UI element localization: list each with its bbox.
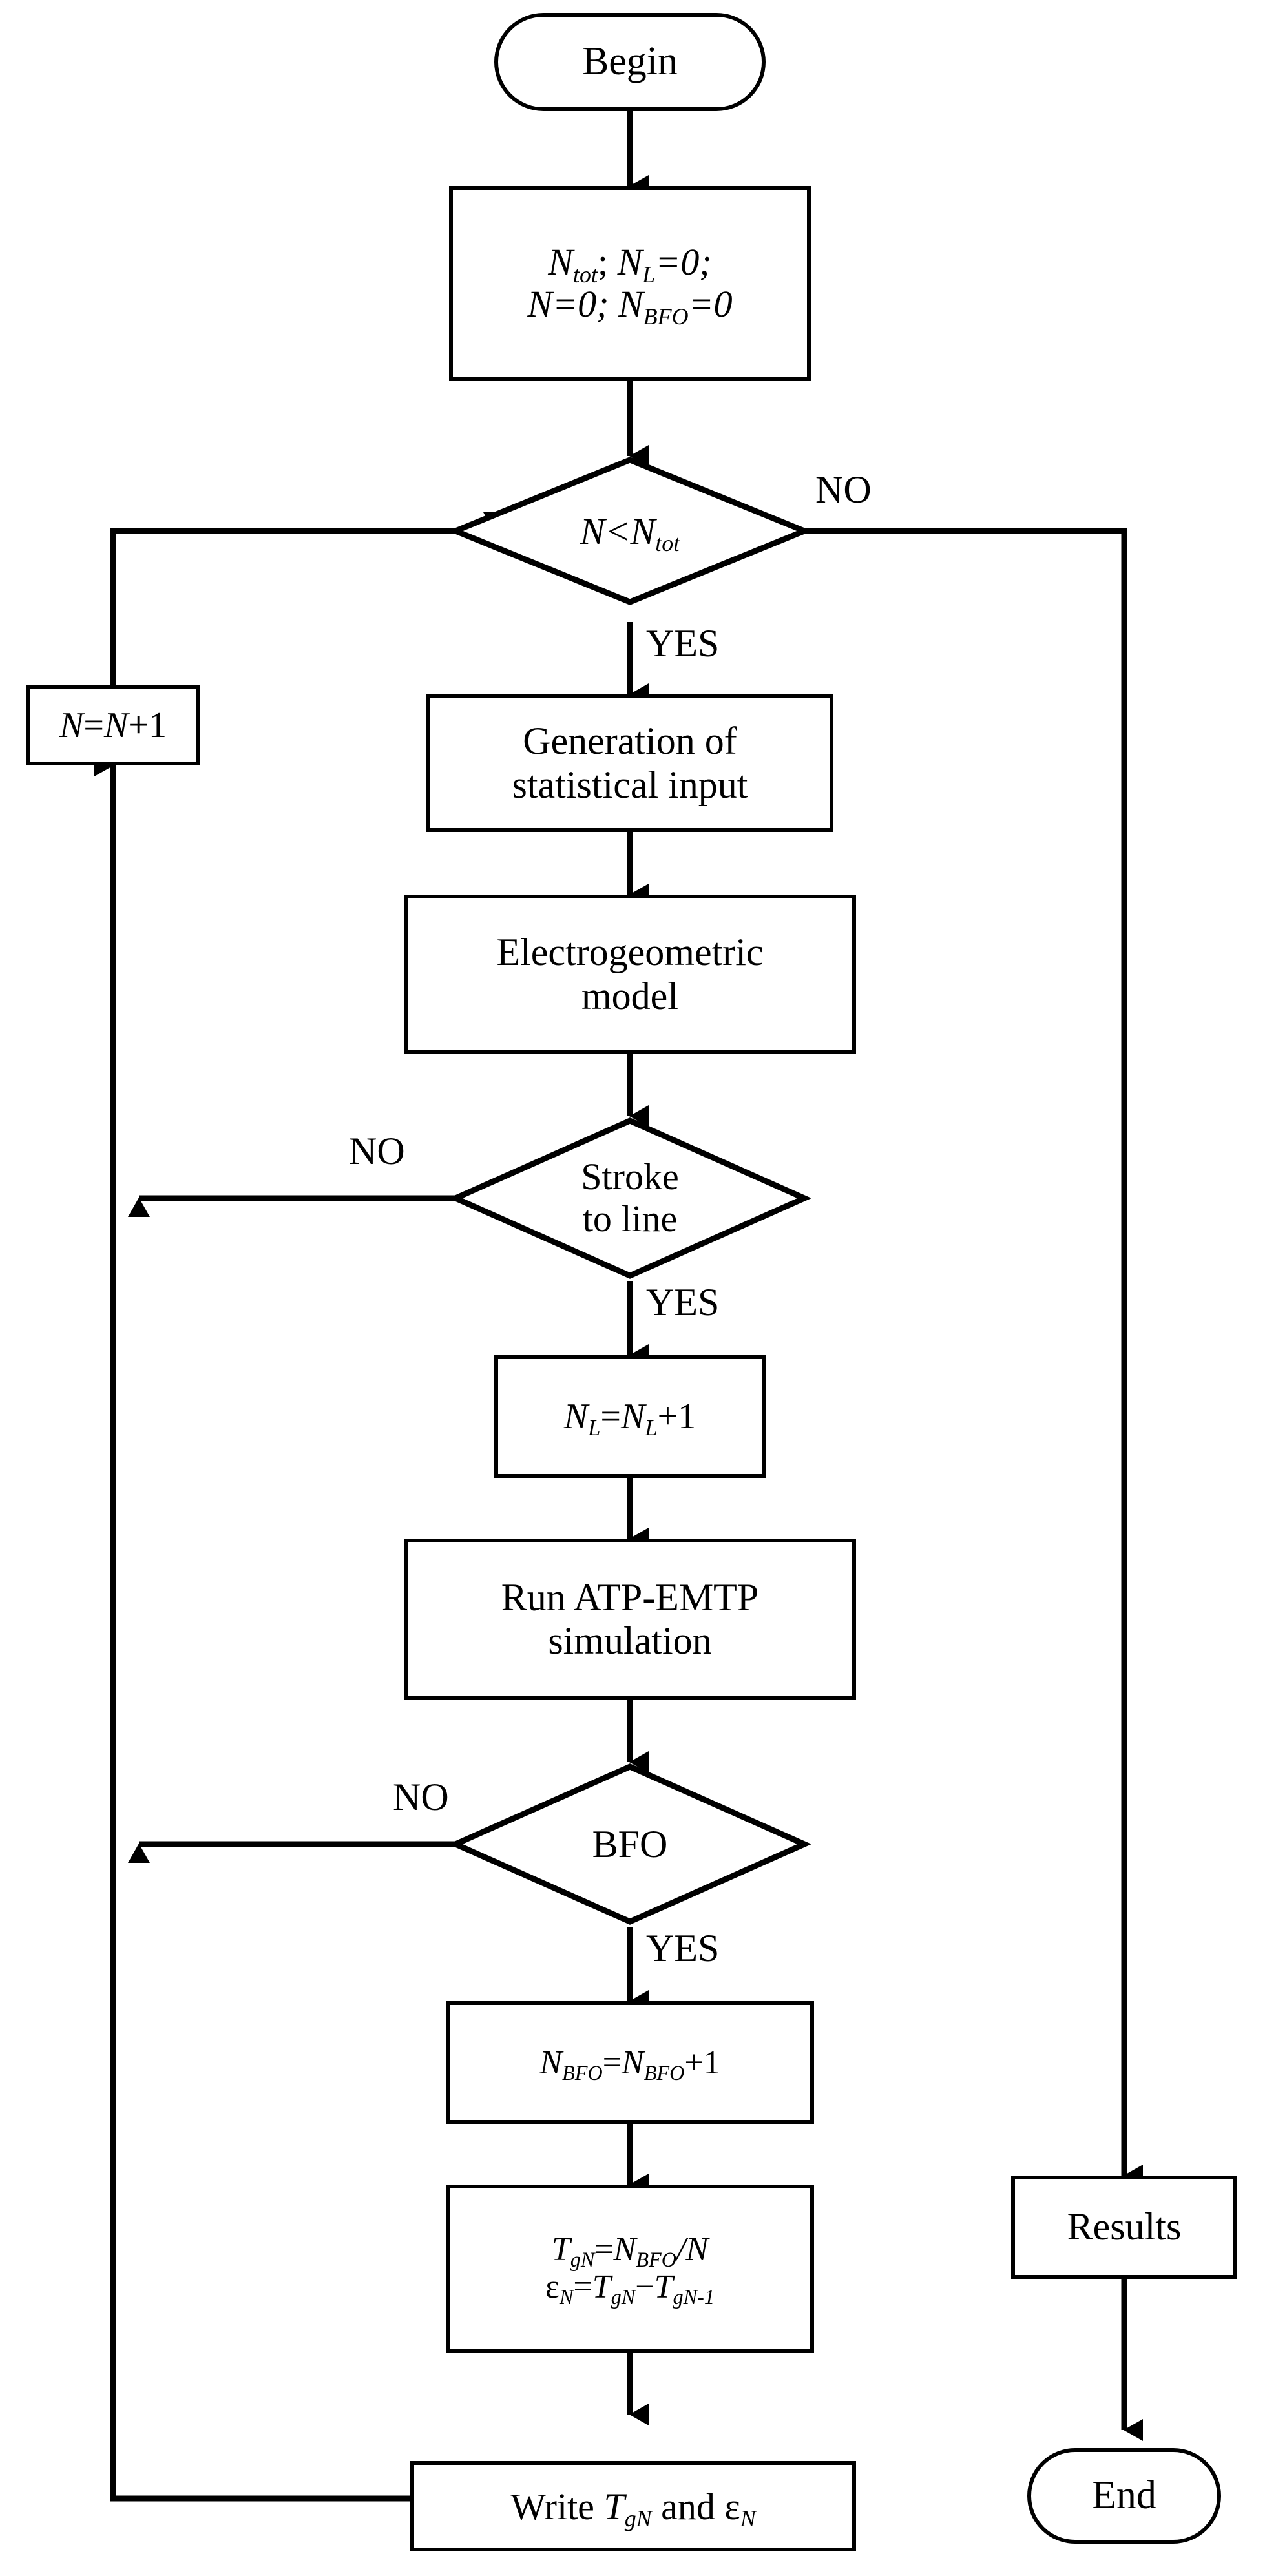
edge-write-feedback bbox=[110, 833, 410, 2502]
edge-count-no bbox=[804, 528, 1127, 2122]
edge-increment-to-count bbox=[110, 528, 446, 685]
node-increment-nl[interactable]: NL=NL+1 bbox=[494, 1355, 766, 1478]
node-decision-count[interactable]: N<Ntot bbox=[455, 460, 804, 602]
decision-count-text: N<Ntot bbox=[580, 510, 680, 557]
decision-shape-stroke bbox=[448, 1117, 812, 1279]
node-atp-simulation[interactable]: Run ATP-EMTP simulation bbox=[404, 1539, 856, 1700]
node-increment-n[interactable]: N=N+1 bbox=[26, 685, 200, 765]
node-decision-bfo[interactable]: BFO bbox=[455, 1767, 804, 1922]
decision-stroke-text: Stroke to line bbox=[581, 1156, 679, 1240]
decision-bfo-text: BFO bbox=[592, 1822, 668, 1865]
label-count-no: NO bbox=[815, 468, 872, 511]
node-increment-nbfo[interactable]: NBFO=NBFO+1 bbox=[446, 2001, 814, 2124]
node-generation[interactable]: Generation of statistical input bbox=[426, 694, 833, 832]
node-decision-stroke[interactable]: Stroke to line bbox=[455, 1121, 804, 1276]
increment-n-text: N=N+1 bbox=[59, 705, 167, 745]
node-results[interactable]: Results bbox=[1011, 2176, 1237, 2279]
label-stroke-yes: YES bbox=[646, 1281, 720, 1324]
node-begin[interactable]: Begin bbox=[494, 13, 766, 111]
increment-nbfo-text: NBFO=NBFO+1 bbox=[539, 2044, 720, 2084]
label-stroke-no: NO bbox=[349, 1130, 405, 1172]
compute-text: TgN=NBFO/N εN=TgN−TgN-1 bbox=[545, 2230, 715, 2309]
node-initialization[interactable]: Ntot; NL=0; N=0; NBFO=0 bbox=[449, 186, 811, 381]
begin-label: Begin bbox=[581, 39, 678, 84]
results-label: Results bbox=[1067, 2205, 1182, 2249]
increment-nl-text: NL=NL+1 bbox=[563, 1397, 696, 1441]
label-bfo-yes: YES bbox=[646, 1927, 720, 1969]
atp-text: Run ATP-EMTP simulation bbox=[501, 1575, 759, 1662]
write-text: Write TgN and εN bbox=[510, 2485, 756, 2532]
node-compute-tg[interactable]: TgN=NBFO/N εN=TgN−TgN-1 bbox=[446, 2185, 814, 2353]
generation-text: Generation of statistical input bbox=[512, 720, 748, 806]
label-count-yes: YES bbox=[646, 622, 720, 665]
node-egm[interactable]: Electrogeometric model bbox=[404, 895, 856, 1054]
node-write-results[interactable]: Write TgN and εN bbox=[410, 2461, 856, 2551]
end-label: End bbox=[1092, 2473, 1156, 2518]
label-bfo-no: NO bbox=[393, 1776, 449, 1818]
decision-shape-bfo bbox=[448, 1763, 812, 1925]
node-end[interactable]: End bbox=[1027, 2448, 1221, 2544]
initialization-text: Ntot; NL=0; N=0; NBFO=0 bbox=[527, 241, 733, 329]
egm-text: Electrogeometric model bbox=[496, 931, 764, 1017]
decision-shape-count bbox=[448, 457, 812, 605]
